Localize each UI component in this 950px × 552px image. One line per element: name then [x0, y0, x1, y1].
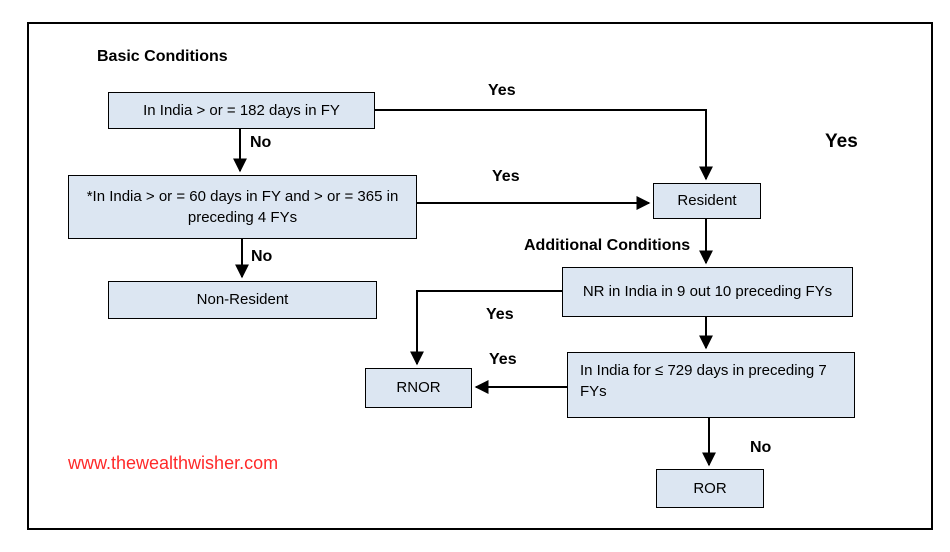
label-no-182: No	[250, 134, 272, 151]
label-yes-60-to-resident: Yes	[492, 168, 520, 185]
node-non-resident: Non-Resident	[108, 281, 377, 319]
label-yes-182-to-resident: Yes	[488, 82, 516, 99]
basic-conditions-heading: Basic Conditions	[97, 48, 228, 65]
node-182-days: In India > or = 182 days in FY	[108, 92, 375, 129]
additional-conditions-heading: Additional Conditions	[524, 237, 691, 254]
label-yes-729-to-rnor: Yes	[489, 351, 517, 368]
node-729-days: In India for ≤ 729 days in preceding 7 F…	[567, 352, 855, 418]
label-yes-nr-to-rnor: Yes	[486, 306, 514, 323]
node-60-days: *In India > or = 60 days in FY and > or …	[68, 175, 417, 239]
label-no-60: No	[251, 248, 273, 265]
node-rnor: RNOR	[365, 368, 472, 408]
node-ror: ROR	[656, 469, 764, 508]
watermark-url: www.thewealthwisher.com	[68, 453, 279, 473]
node-resident: Resident	[653, 183, 761, 219]
label-no-729-to-ror: No	[750, 439, 772, 456]
label-yes-standalone: Yes	[825, 131, 858, 152]
node-nr-9-of-10: NR in India in 9 out 10 preceding FYs	[562, 267, 853, 317]
